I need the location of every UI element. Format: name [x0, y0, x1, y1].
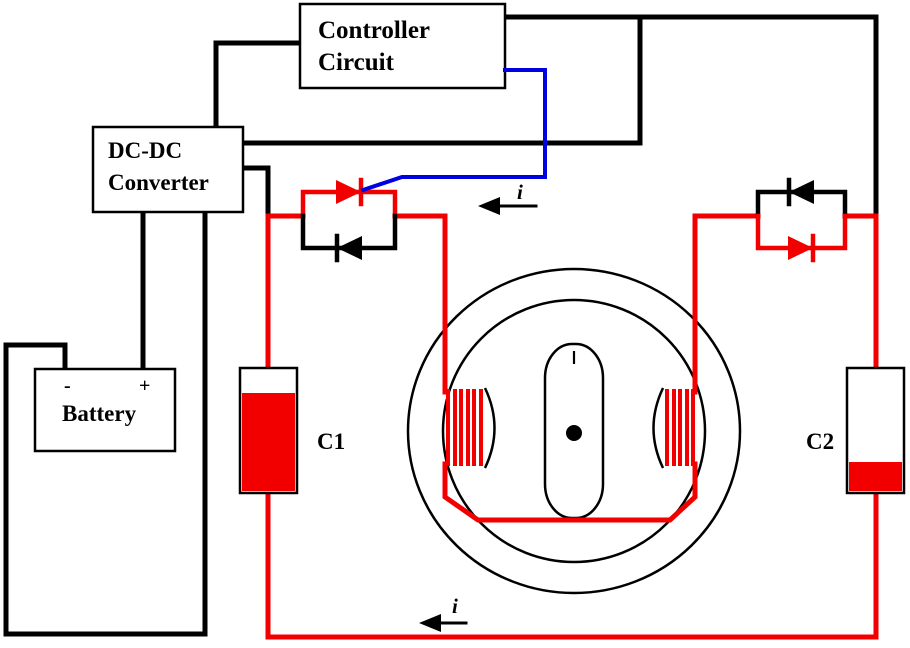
controller-label-line2: Circuit	[318, 49, 395, 76]
power-rail-bottom	[265, 490, 879, 640]
current-label-bottom: i	[452, 594, 458, 618]
phase-winding-left	[446, 389, 483, 466]
gate-signal-wire	[360, 68, 547, 193]
battery-label: Battery	[62, 401, 137, 426]
wire-controller-to-dcdc	[213, 40, 303, 130]
capacitor-c1	[238, 366, 299, 495]
power-rail-left-upper	[265, 213, 306, 371]
phase-winding-right	[665, 389, 695, 466]
power-rail-right-upper	[842, 213, 879, 371]
battery-minus-sign: -	[64, 375, 71, 397]
stator-pole-left	[483, 387, 496, 469]
rotor-shaft-dot	[566, 425, 582, 441]
thyristor-right-icon	[789, 180, 814, 204]
current-label-top: i	[517, 180, 523, 204]
thyristor-left-icon	[336, 180, 361, 204]
capacitor-c2-label: C2	[806, 429, 834, 454]
stator-outer-circle	[406, 267, 742, 595]
wire-dcdc-to-left-rail	[240, 165, 271, 221]
wire-winding-to-right-switch	[692, 213, 761, 395]
current-arrow-top: i	[478, 180, 538, 215]
wire-dcdc-bus	[240, 14, 643, 146]
wire-left-switch-to-winding	[392, 213, 448, 395]
winding-bottom-jumper	[442, 461, 698, 523]
wire-controller-to-right-switch	[502, 14, 879, 219]
stator-inner-circle	[441, 298, 707, 564]
diode-left-icon	[337, 236, 362, 260]
stator-pole-right	[652, 387, 665, 469]
controller-circuit-block: Controller Circuit	[298, 2, 507, 90]
dcdc-label-line2: Converter	[108, 170, 209, 195]
battery-case-and-negative-wire	[3, 210, 208, 637]
capacitor-c1-label: C1	[317, 429, 345, 454]
arrowhead-left-icon	[419, 614, 441, 632]
controller-label-line1: Controller	[318, 17, 430, 44]
dcdc-label-line1: DC-DC	[108, 138, 182, 163]
dcdc-converter-block: DC-DC Converter	[91, 125, 245, 214]
diode-right-icon	[788, 236, 813, 260]
battery: Battery - +	[33, 367, 177, 453]
battery-plus-sign: +	[139, 375, 150, 397]
arrowhead-left-icon	[478, 197, 500, 215]
current-arrow-bottom: i	[419, 594, 468, 632]
capacitor-c2	[845, 366, 906, 495]
